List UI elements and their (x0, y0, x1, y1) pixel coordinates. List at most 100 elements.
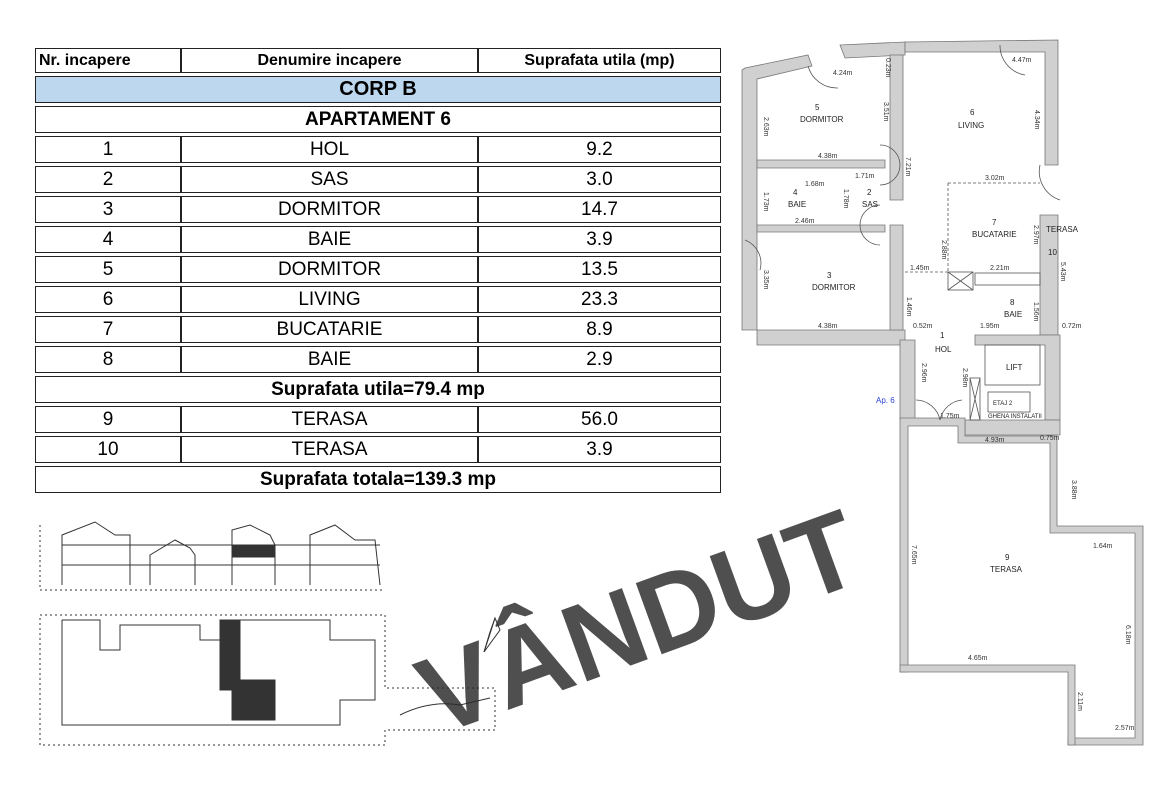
svg-text:1.71m: 1.71m (855, 173, 875, 180)
room-name: BUCATARIE (181, 316, 478, 343)
svg-text:1.95m: 1.95m (980, 323, 1000, 330)
svg-text:4.47m: 4.47m (1012, 57, 1032, 64)
room-name: BAIE (181, 346, 478, 373)
room-area: 8.9 (478, 316, 721, 343)
room-name: HOL (181, 136, 478, 163)
room-name: TERASA (181, 406, 478, 433)
header-room-name: Denumire incapere (181, 48, 478, 73)
svg-text:2: 2 (867, 188, 872, 197)
svg-text:7: 7 (992, 218, 997, 227)
svg-text:ETAJ 2: ETAJ 2 (993, 401, 1013, 407)
dimension-labels: 4.24m 4.47m 4.38m 3.02m 1.71m 2.46m 2.21… (762, 57, 1135, 732)
svg-text:0.75m: 0.75m (1040, 435, 1060, 442)
room-area: 56.0 (478, 406, 721, 433)
svg-text:2.96m: 2.96m (920, 363, 927, 383)
site-elevation (39, 521, 385, 591)
svg-text:2.46m: 2.46m (795, 218, 815, 225)
svg-text:7.21m: 7.21m (904, 157, 911, 177)
svg-text:1.78m: 1.78m (842, 189, 849, 209)
room-number: 9 (35, 406, 181, 433)
svg-text:BAIE: BAIE (788, 200, 806, 209)
room-number: 10 (35, 436, 181, 463)
svg-text:1.73m: 1.73m (762, 192, 769, 212)
svg-text:LIVING: LIVING (958, 121, 984, 130)
room-area: 3.0 (478, 166, 721, 193)
room-area: 3.9 (478, 226, 721, 253)
svg-text:3.51m: 3.51m (882, 102, 889, 122)
room-name: SAS (181, 166, 478, 193)
room-name: BAIE (181, 226, 478, 253)
room-name: DORMITOR (181, 256, 478, 283)
walls (741, 39, 1144, 746)
svg-text:6: 6 (970, 108, 975, 117)
svg-text:GHENA INSTALATII: GHENA INSTALATII (988, 414, 1042, 420)
room-area: 13.5 (478, 256, 721, 283)
header-room-area: Suprafata utila (mp) (478, 48, 721, 73)
svg-text:3.35m: 3.35m (762, 270, 769, 290)
svg-text:4.65m: 4.65m (968, 655, 988, 662)
svg-text:1.68m: 1.68m (805, 181, 825, 188)
room-area: 3.9 (478, 436, 721, 463)
svg-text:2.21m: 2.21m (990, 265, 1010, 272)
header-room-number: Nr. incapere (35, 48, 181, 73)
interior-lines (744, 44, 1061, 421)
svg-text:8: 8 (1010, 298, 1015, 307)
svg-text:1: 1 (940, 331, 945, 340)
svg-text:9: 9 (1005, 553, 1010, 562)
apartment-tag: Ap. 6 (876, 396, 895, 405)
apartment-title: APARTAMENT 6 (35, 106, 721, 133)
svg-text:2.63m: 2.63m (762, 117, 769, 137)
svg-text:4.34m: 4.34m (1033, 110, 1040, 130)
room-number: 8 (35, 346, 181, 373)
room-number: 4 (35, 226, 181, 253)
site-plan (39, 614, 501, 746)
svg-text:BUCATARIE: BUCATARIE (972, 230, 1017, 239)
room-number: 2 (35, 166, 181, 193)
grand-total-area: Suprafata totala=139.3 mp (35, 466, 721, 493)
svg-text:3: 3 (827, 271, 832, 280)
svg-text:4.93m: 4.93m (985, 437, 1005, 444)
svg-text:4.24m: 4.24m (833, 70, 853, 77)
svg-text:0.52m: 0.52m (913, 323, 933, 330)
room-name: LIVING (181, 286, 478, 313)
room-number: 5 (35, 256, 181, 283)
svg-text:TERASA: TERASA (990, 565, 1023, 574)
svg-text:1.46m: 1.46m (905, 297, 912, 317)
svg-text:2.11m: 2.11m (1076, 692, 1083, 711)
svg-text:3.88m: 3.88m (1070, 480, 1077, 500)
svg-text:1.45m: 1.45m (910, 265, 930, 272)
svg-text:4: 4 (793, 188, 798, 197)
room-area: 14.7 (478, 196, 721, 223)
room-number: 7 (35, 316, 181, 343)
room-labels: 5 DORMITOR 6 LIVING 4 BAIE 2 SAS 7 BUCAT… (788, 103, 1079, 574)
room-area: 23.3 (478, 286, 721, 313)
svg-text:5: 5 (815, 103, 820, 112)
svg-text:0.72m: 0.72m (1062, 323, 1082, 330)
svg-text:LIFT: LIFT (1006, 363, 1023, 372)
building-title: CORP B (35, 76, 721, 103)
room-name: DORMITOR (181, 196, 478, 223)
svg-text:HOL: HOL (935, 345, 952, 354)
svg-text:6.18m: 6.18m (1124, 625, 1131, 645)
svg-text:2.97m: 2.97m (1032, 225, 1039, 245)
svg-text:2.88m: 2.88m (940, 240, 947, 260)
svg-text:0.23m: 0.23m (884, 58, 891, 78)
svg-text:1.56m: 1.56m (1032, 302, 1039, 322)
room-area: 2.9 (478, 346, 721, 373)
svg-text:BAIE: BAIE (1004, 310, 1022, 319)
room-area: 9.2 (478, 136, 721, 163)
room-number: 6 (35, 286, 181, 313)
svg-text:5.43m: 5.43m (1059, 262, 1066, 282)
svg-text:SAS: SAS (862, 200, 878, 209)
svg-text:3.02m: 3.02m (985, 175, 1005, 182)
svg-text:10: 10 (1048, 248, 1057, 257)
